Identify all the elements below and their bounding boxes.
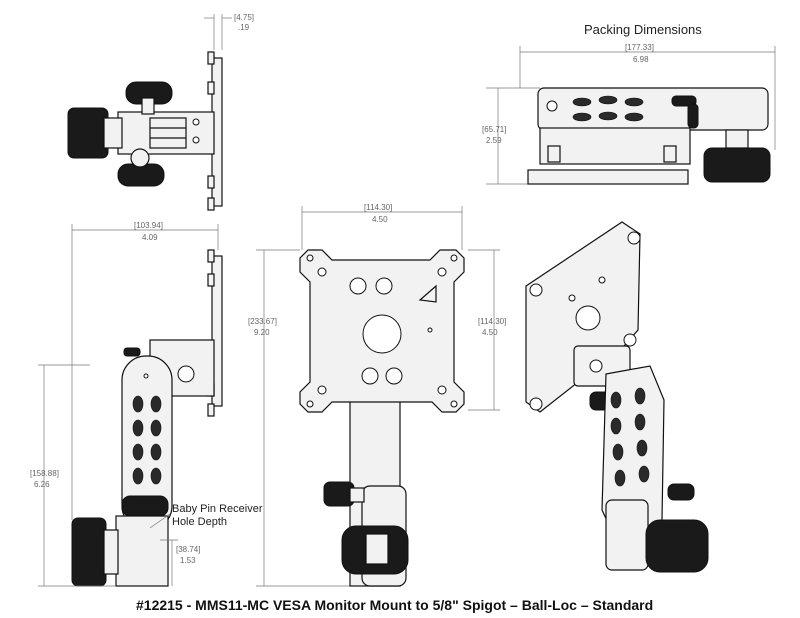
left-side-view: [103.94] 4.09 [158.88] 6.26 Baby Pin Rec…: [30, 221, 263, 587]
plate-thickness-in: .19: [238, 23, 250, 32]
plate-thickness-mm: [4.75]: [234, 13, 254, 22]
baby-pin-callout-line-2: Hole Depth: [172, 516, 227, 528]
drawing-title: #12215 - MMS11-MC VESA Monitor Mount to …: [136, 597, 653, 613]
packing-width-mm: [177.33]: [625, 43, 654, 52]
front-height-mm: [233.67]: [248, 317, 277, 326]
front-width-in: 4.50: [372, 215, 388, 224]
front-height-in: 9.20: [254, 328, 270, 337]
vesa-in: 4.50: [482, 328, 498, 337]
left-width-mm: [103.94]: [134, 221, 163, 230]
baby-pin-callout-line-1: Baby Pin Receiver: [172, 503, 263, 515]
packing-heading: Packing Dimensions: [584, 22, 702, 37]
front-view: [114.30] 4.50 [233.67] 9.20 [114.30] 4.5…: [248, 203, 506, 587]
packing-view: Packing Dimensions [177.33] 6.98 [65.71]…: [482, 22, 776, 185]
pin-depth-in: 1.53: [180, 556, 196, 565]
left-height-in: 6.26: [34, 480, 50, 489]
vesa-mm: [114.30]: [478, 317, 506, 326]
left-height-mm: [158.88]: [30, 469, 59, 478]
pin-depth-mm: [38.74]: [176, 545, 200, 554]
top-side-view: [4.75] .19: [67, 13, 254, 211]
packing-height-mm: [65.71]: [482, 125, 506, 134]
left-width-in: 4.09: [142, 233, 158, 242]
isometric-view: [525, 221, 709, 573]
packing-height-in: 2.59: [486, 136, 502, 145]
front-width-mm: [114.30]: [364, 203, 392, 212]
packing-width-in: 6.98: [633, 55, 649, 64]
